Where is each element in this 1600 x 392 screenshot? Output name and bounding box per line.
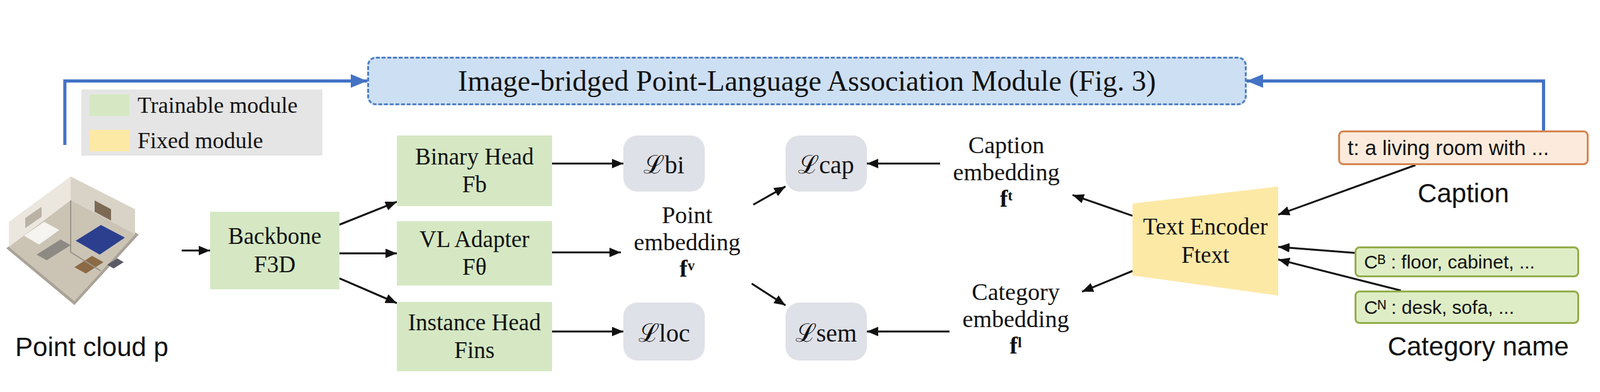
- embedding-label: Category embeddingfˡ: [949, 277, 1083, 361]
- node-label: ℒbi: [643, 146, 684, 182]
- node-label: Binary Head: [415, 143, 534, 171]
- node-sublabel: Fins: [454, 336, 495, 365]
- legend-row: Fixed module: [89, 129, 264, 153]
- legend-label: Fixed module: [137, 127, 264, 154]
- arrow-connector: [339, 278, 397, 304]
- node-sublabel: fᵗ: [1000, 185, 1014, 213]
- loss-box: ℒbi: [623, 135, 705, 192]
- legend-label: Trainable module: [137, 92, 298, 119]
- node-label: VL Adapter: [419, 225, 530, 254]
- node-label: Cᴺ : desk, sofa, ...: [1364, 297, 1515, 319]
- trainable-box: BackboneF3D: [210, 211, 340, 290]
- node-sublabel: Fb: [461, 170, 487, 199]
- node-label: ℒcap: [798, 146, 855, 182]
- arrow-connector: [866, 162, 941, 165]
- arrow-connector: [866, 331, 950, 334]
- node-label: Caption embedding: [940, 131, 1073, 186]
- arrow-connector: [1278, 247, 1355, 254]
- group-label: Category name: [1387, 331, 1569, 363]
- scan-wall: [8, 176, 71, 248]
- node-label: ℒsem: [795, 314, 857, 350]
- node-sublabel: Caption: [1417, 178, 1510, 209]
- node-label: Category embedding: [949, 278, 1083, 333]
- category-box: Cᴮ : floor, cabinet, ...: [1354, 246, 1580, 278]
- scan-table: [74, 256, 104, 274]
- legend-row: Trainable module: [89, 94, 298, 117]
- node-sublabel: fᵛ: [679, 255, 695, 283]
- feedback-arrow: [1246, 81, 1544, 132]
- arrow-connector: [339, 201, 397, 225]
- scan-cabinet: [94, 200, 112, 221]
- loss-box: ℒloc: [623, 302, 705, 361]
- embedding-label: Caption embeddingfᵗ: [940, 130, 1073, 214]
- arrow-connector: [1072, 194, 1133, 216]
- arrow-connector: [752, 283, 787, 306]
- node-label: t: a living room with ...: [1347, 136, 1549, 161]
- node-label: Cᴮ : floor, cabinet, ...: [1364, 251, 1536, 274]
- point-cloud: Point cloud p: [1, 145, 182, 363]
- loss-box: ℒsem: [785, 302, 867, 361]
- legend-swatch: [89, 94, 130, 117]
- node-sublabel: F3D: [254, 251, 296, 279]
- caption-box: t: a living room with ...Caption: [1338, 130, 1589, 166]
- trapezoid-fill: [1132, 186, 1279, 296]
- trainable-box: VL AdapterFθ: [396, 221, 553, 286]
- text-encoder: Text EncoderFtext: [1132, 186, 1279, 296]
- legend-swatch: [89, 129, 130, 152]
- module-band: Image-bridged Point-Language Association…: [367, 56, 1247, 106]
- node-label: ℒloc: [638, 314, 691, 350]
- node-label: Instance Head: [408, 309, 542, 337]
- node-label: Image-bridged Point-Language Association…: [458, 64, 1156, 98]
- arrow-connector: [552, 251, 621, 254]
- arrow-connector: [753, 186, 786, 206]
- node-sublabel: fˡ: [1009, 332, 1022, 360]
- node-label: Text Encoder: [1143, 213, 1269, 242]
- scan-rug: [75, 225, 125, 255]
- scan-inner-wall: [70, 200, 101, 272]
- scan-sofa: [36, 239, 71, 261]
- loss-box: ℒcap: [785, 135, 867, 192]
- arrow-connector: [339, 252, 397, 255]
- node-label: Point embedding: [620, 201, 754, 256]
- node-sublabel: Ftext: [1181, 241, 1230, 270]
- trapezoid-shape: [1132, 186, 1279, 296]
- node-sublabel: Fθ: [462, 253, 487, 282]
- arrow-connector: [1278, 165, 1416, 216]
- scan-chair: [107, 258, 124, 269]
- arrow-connector: [552, 162, 624, 165]
- category-box: Cᴺ : desk, sofa, ...: [1354, 290, 1580, 325]
- arrow-connector: [181, 249, 211, 252]
- node-label: Point cloud p: [15, 332, 169, 363]
- scan-wall: [70, 176, 136, 235]
- scan-shelf: [25, 206, 42, 229]
- node-label: Backbone: [228, 222, 322, 251]
- trainable-box: Instance HeadFins: [396, 302, 553, 372]
- arrow-connector: [1082, 271, 1133, 293]
- legend-box: Trainable moduleFixed module: [81, 89, 323, 156]
- trainable-box: Binary HeadFb: [396, 135, 553, 207]
- embedding-label: Point embeddingfᵛ: [620, 200, 754, 284]
- arrow-connector: [552, 331, 624, 334]
- room-scan: [6, 176, 139, 306]
